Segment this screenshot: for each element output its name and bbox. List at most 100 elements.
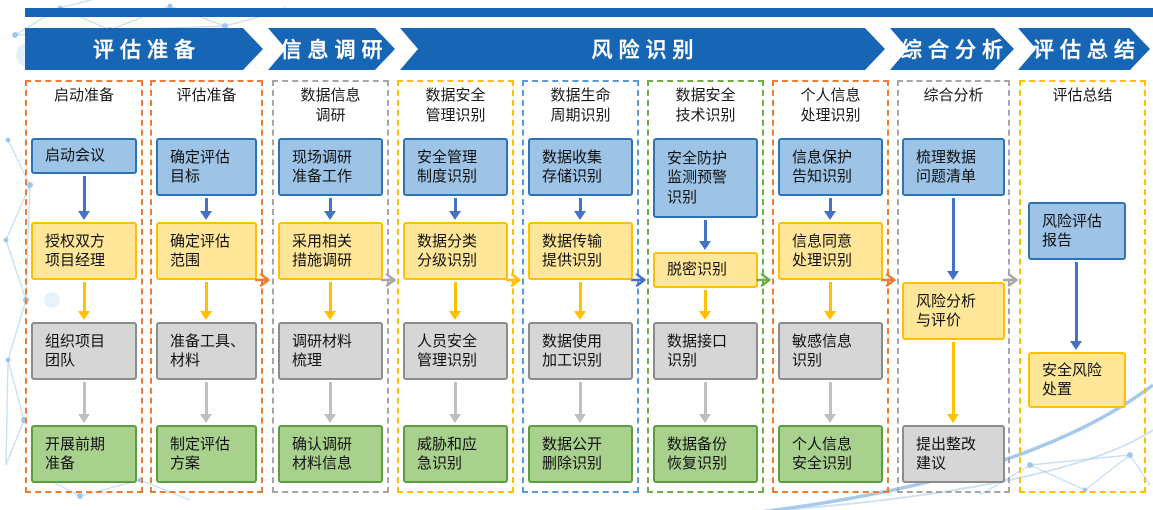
flow-arrow-down-icon: [200, 198, 213, 220]
box-label: 确定评估 目标: [170, 148, 231, 186]
top-accent-bar: [25, 8, 1153, 17]
column-personal-info-id: [772, 80, 889, 493]
column-title: 数据安全 技术识别: [675, 87, 736, 125]
flow-arrow-down-icon: [574, 382, 587, 423]
flow-box-mgmt-system-id: 安全管理 制度识别: [403, 138, 508, 196]
box-label: 制定评估 方案: [170, 435, 231, 473]
flow-box-collection-storage-id: 数据收集 存储识别: [528, 138, 633, 196]
column-title: 数据信息 调研: [300, 87, 361, 125]
flow-box-backup-recovery-id: 数据备份 恢复识别: [653, 425, 758, 483]
flow-box-risk-disposal: 安全风险 处置: [1028, 352, 1126, 408]
column-title: 综合分析: [923, 87, 984, 104]
column-title: 评估总结: [1052, 87, 1113, 104]
box-label: 确定评估 范围: [170, 232, 231, 270]
stage-chevron-assessment-summary: 评估总结: [1018, 28, 1150, 70]
column-title: 启动准备: [53, 87, 114, 104]
box-label: 安全风险 处置: [1042, 361, 1103, 399]
flow-arrow-down-icon: [824, 198, 837, 220]
box-label: 个人信息 安全识别: [792, 435, 853, 473]
flow-arrow-down-icon: [78, 282, 91, 320]
flow-box-consent-processing-id: 信息同意 处理识别: [778, 222, 883, 280]
flow-arrow-down-icon: [449, 282, 462, 320]
flow-box-prepare-tools: 准备工具、 材料: [156, 322, 257, 380]
column-assessment-summary: [1019, 80, 1146, 493]
flow-box-problem-list: 梳理数据 问题清单: [902, 138, 1005, 196]
flow-arrow-down-icon: [78, 176, 91, 220]
box-label: 提出整改 建议: [916, 435, 977, 473]
flow-box-rectification-suggestions: 提出整改 建议: [902, 425, 1005, 483]
box-label: 确认调研 材料信息: [292, 435, 353, 473]
box-label: 调研材料 梳理: [292, 332, 353, 370]
box-label: 启动会议: [45, 147, 106, 165]
flow-box-data-interface-id: 数据接口 识别: [653, 322, 758, 380]
box-label: 风险评估 报告: [1042, 212, 1103, 250]
flow-arrow-right-icon: [756, 273, 771, 287]
flow-arrow-down-icon: [324, 382, 337, 423]
box-label: 数据备份 恢复识别: [667, 435, 728, 473]
flow-box-organize-team: 组织项目 团队: [31, 322, 137, 380]
box-label: 组织项目 团队: [45, 332, 106, 370]
flow-arrow-down-icon: [824, 282, 837, 320]
flow-box-determine-scope: 确定评估 范围: [156, 222, 257, 280]
flow-arrow-down-icon: [324, 198, 337, 220]
box-label: 安全防护 监测预警 识别: [667, 149, 728, 206]
flow-box-sensitive-info-id: 敏感信息 识别: [778, 322, 883, 380]
flow-arrow-down-icon: [699, 290, 712, 320]
stage-chevron-comprehensive-analysis: 综合分析: [890, 28, 1014, 70]
flow-box-risk-analysis-evaluation: 风险分析 与评价: [902, 282, 1005, 340]
box-label: 授权双方 项目经理: [45, 232, 106, 270]
box-label: 数据分类 分级识别: [417, 232, 478, 270]
box-label: 脱密识别: [667, 261, 728, 279]
box-label: 现场调研 准备工作: [292, 148, 353, 186]
column-data-info-research: [272, 80, 389, 493]
flow-box-threat-emergency-id: 威胁和应 急识别: [403, 425, 508, 483]
flow-arrow-down-icon: [78, 382, 91, 423]
flow-box-protection-monitoring-id: 安全防护 监测预警 识别: [653, 138, 758, 218]
box-label: 信息保护 告知识别: [792, 148, 853, 186]
stage-label: 评估准备: [93, 39, 201, 62]
flow-box-make-plan: 制定评估 方案: [156, 425, 257, 483]
box-label: 开展前期 准备: [45, 435, 106, 473]
column-start-prep: [25, 80, 143, 493]
column-title: 评估准备: [176, 87, 237, 104]
flow-box-risk-assessment-report: 风险评估 报告: [1028, 202, 1126, 260]
flow-arrow-right-icon: [1003, 273, 1018, 287]
stage-chevron-risk-identification: 风险识别: [400, 28, 885, 70]
box-label: 采用相关 措施调研: [292, 232, 353, 270]
flow-box-classification-id: 数据分类 分级识别: [403, 222, 508, 280]
box-label: 数据使用 加工识别: [542, 332, 603, 370]
flow-arrow-down-icon: [699, 220, 712, 250]
column-security-tech-id: [647, 80, 764, 493]
box-label: 数据接口 识别: [667, 332, 728, 370]
flow-arrow-right-icon: [506, 273, 521, 287]
stage-label: 风险识别: [591, 39, 700, 62]
flow-arrow-down-icon: [449, 198, 462, 220]
box-label: 风险分析 与评价: [916, 292, 977, 330]
flow-box-personnel-mgmt-id: 人员安全 管理识别: [403, 322, 508, 380]
flow-box-site-research-prep: 现场调研 准备工作: [278, 138, 383, 196]
stage-label: 评估总结: [1033, 39, 1141, 62]
flow-box-confirm-materials: 确认调研 材料信息: [278, 425, 383, 483]
flow-box-protection-notice-id: 信息保护 告知识别: [778, 138, 883, 196]
flow-arrow-down-icon: [324, 282, 337, 320]
box-label: 人员安全 管理识别: [417, 332, 478, 370]
flow-arrow-down-icon: [824, 382, 837, 423]
column-title: 数据生命 周期识别: [550, 87, 611, 125]
flow-arrow-down-icon: [574, 282, 587, 320]
flow-arrow-down-icon: [449, 382, 462, 423]
flow-arrow-down-icon: [574, 198, 587, 220]
flow-arrow-down-icon: [699, 382, 712, 423]
flow-box-disclosure-deletion-id: 数据公开 删除识别: [528, 425, 633, 483]
stage-label: 信息调研: [280, 39, 389, 62]
flow-box-desensitization-id: 脱密识别: [653, 252, 758, 288]
flow-arrow-right-icon: [381, 273, 396, 287]
flow-arrow-down-icon: [200, 282, 213, 320]
column-title: 数据安全 管理识别: [425, 87, 486, 125]
box-label: 信息同意 处理识别: [792, 232, 853, 270]
box-label: 数据公开 删除识别: [542, 435, 603, 473]
flow-box-research-measures: 采用相关 措施调研: [278, 222, 383, 280]
box-label: 安全管理 制度识别: [417, 148, 478, 186]
flow-box-sort-materials: 调研材料 梳理: [278, 322, 383, 380]
flow-arrow-right-icon: [255, 273, 270, 287]
box-label: 数据传输 提供识别: [542, 232, 603, 270]
